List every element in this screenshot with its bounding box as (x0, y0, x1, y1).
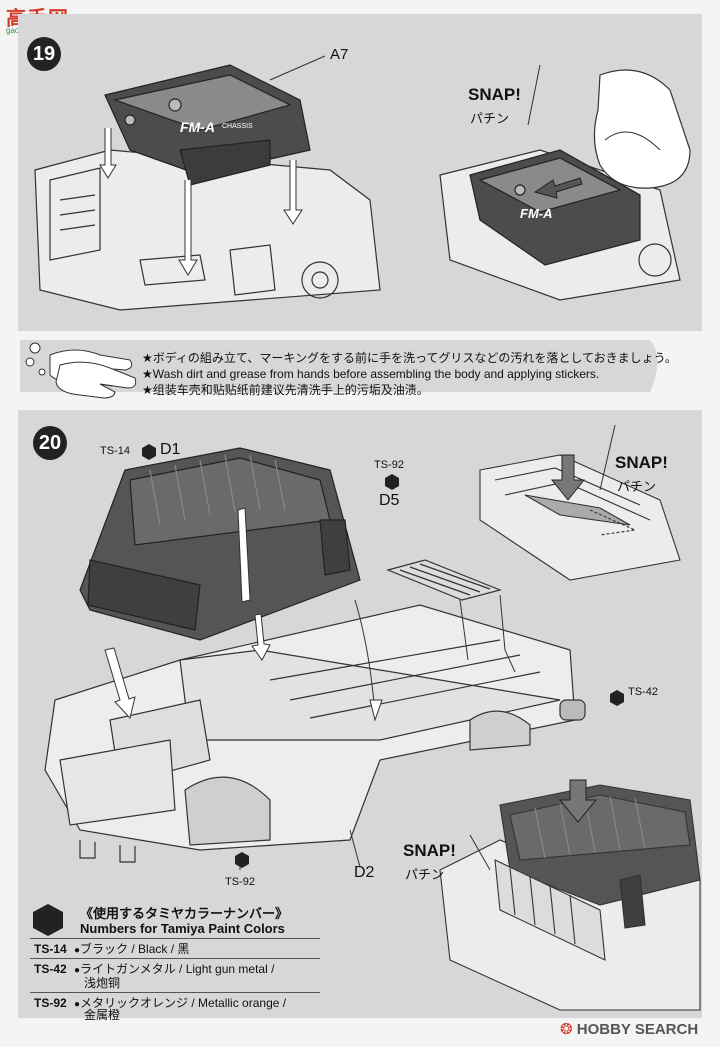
part-label-d2: D2 (354, 864, 375, 881)
legend-row-ts92-cn: 金属橙 (84, 1008, 120, 1022)
hobby-search-icon: ❂ (560, 1021, 573, 1038)
legend-desc: ライトガンメタル / Light gun metal / (80, 962, 275, 976)
legend-row-ts92: TS-92●メタリックオレンジ / Metallic orange / (34, 996, 287, 1010)
step-19-snap-label: SNAP! (468, 85, 521, 104)
paint-d5: TS-92 (374, 459, 404, 471)
part-label-d1: D1 (160, 441, 181, 458)
paint-d1: TS-14 (100, 445, 130, 457)
note-en: ★Wash dirt and grease from hands before … (142, 367, 600, 381)
step-20-snap-top-jp: パチン (617, 479, 657, 494)
legend-row-ts42: TS-42●ライトガンメタル / Light gun metal / (34, 962, 275, 976)
legend-code: TS-14 (34, 942, 67, 956)
legend-title-jp: 《使用するタミヤカラーナンバー》 (80, 906, 289, 921)
legend-row-ts14: TS-14●ブラック / Black / 黑 (34, 942, 190, 956)
legend-code: TS-42 (34, 962, 67, 976)
wash-hands-icon (25, 342, 137, 399)
paint-side: TS-42 (628, 686, 658, 698)
watermark-hobby-search: ❂ HOBBY SEARCH (560, 1021, 699, 1038)
legend-title-en: Numbers for Tamiya Paint Colors (80, 921, 285, 936)
legend-divider (30, 938, 320, 939)
step-20-snap-bottom: SNAP! (403, 841, 456, 860)
legend-desc: メタリックオレンジ / Metallic orange / (80, 996, 287, 1010)
paint-d2: TS-92 (225, 876, 255, 888)
part-label-d5: D5 (379, 492, 400, 509)
legend-row-ts42-cn: 浅炮铜 (84, 976, 120, 990)
legend-desc: ブラック / Black / 黑 (80, 942, 190, 956)
note-jp: ★ボディの組み立て、マーキングをする前に手を洗ってグリスなどの汚れを落としておき… (142, 351, 677, 365)
a7-logo-right: FM-A (520, 206, 553, 221)
step-20-snap-top: SNAP! (615, 453, 668, 472)
legend-divider (30, 992, 320, 993)
legend-divider (30, 958, 320, 959)
step-20-number: 20 (33, 426, 67, 460)
legend-code: TS-92 (34, 996, 67, 1010)
step-19-number: 19 (27, 37, 61, 71)
part-label-a7: A7 (330, 46, 349, 63)
note-cn: ★组装车壳和贴贴纸前建议先清洗手上的污垢及油渍。 (142, 383, 429, 397)
legend-desc-2: 浅炮铜 (84, 976, 121, 990)
a7-logo-sub: CHASSIS (222, 123, 253, 130)
a7-logo: FM-A (180, 119, 215, 135)
legend-desc-2: 金属橙 (84, 1008, 121, 1022)
step-19-snap-jp: パチン (470, 111, 510, 126)
notes-text: ★ボディの組み立て、マーキングをする前に手を洗ってグリスなどの汚れを落としておき… (142, 350, 677, 398)
step-20-snap-bottom-jp: パチン (405, 867, 445, 882)
